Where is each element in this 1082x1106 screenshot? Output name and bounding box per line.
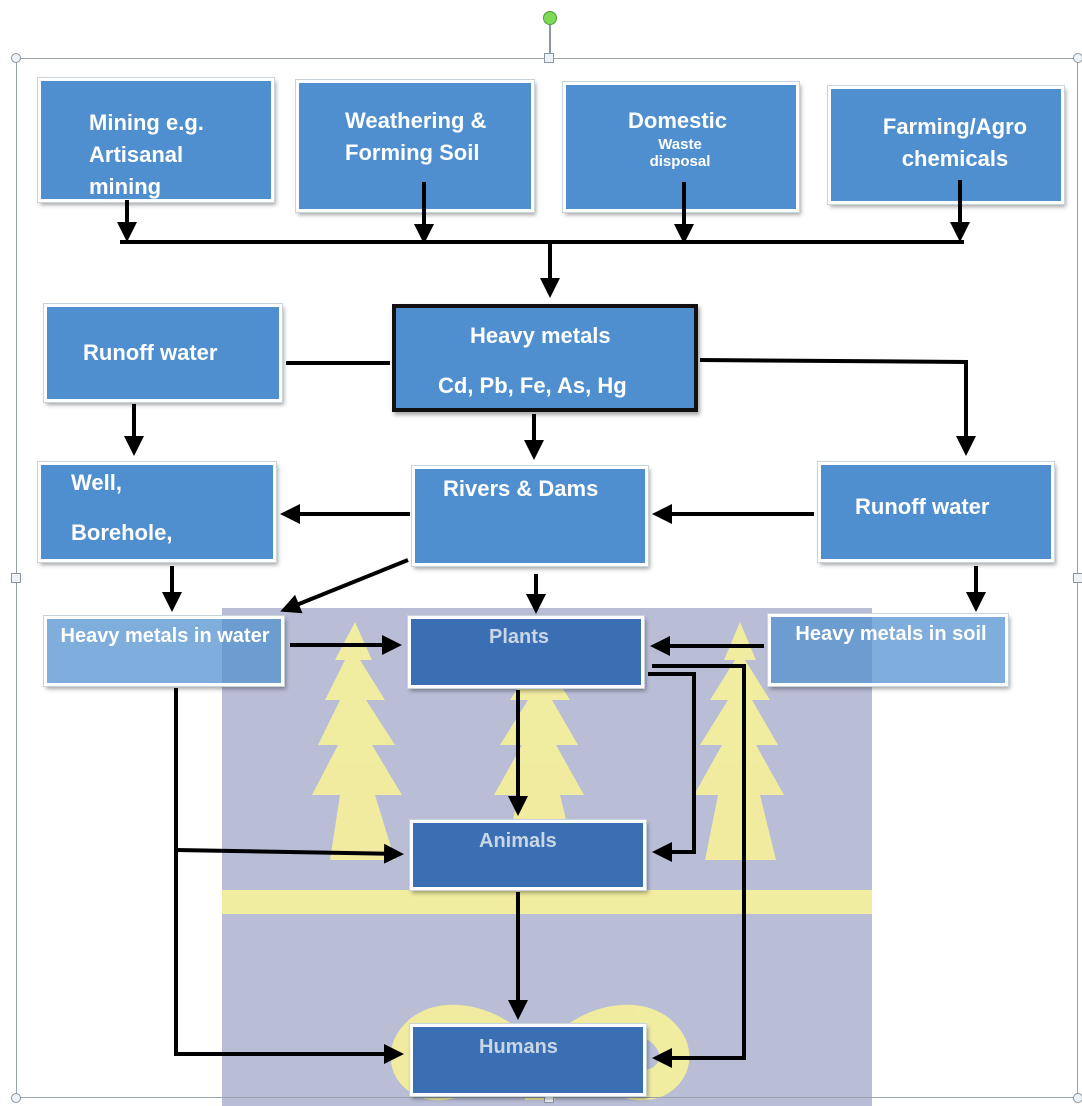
arrow-soil-to-humans xyxy=(652,664,746,1068)
box-well-label: Well, xyxy=(71,470,122,495)
box-domestic: Domestic Waste disposal xyxy=(562,81,800,213)
resize-handle-icon[interactable] xyxy=(1073,53,1082,63)
box-runoff-left-label: Runoff water xyxy=(83,340,218,365)
box-mining: Mining e.g. Artisanal mining xyxy=(37,77,275,203)
rotate-handle-icon[interactable] xyxy=(543,11,557,25)
box-domestic-subtitle: Waste disposal xyxy=(649,136,711,170)
arrow-plants-loop-to-animals xyxy=(648,672,696,862)
resize-handle-icon[interactable] xyxy=(1073,573,1082,583)
arrow-hm-water-to-humans xyxy=(174,688,404,1064)
box-heavy-metals-list: Cd, Pb, Fe, As, Hg xyxy=(438,373,627,398)
box-humans-label: Humans xyxy=(479,1036,558,1058)
box-hm-soil-label: Heavy metals in soil xyxy=(795,623,987,645)
box-animals-label: Animals xyxy=(479,830,557,852)
box-farming: Farming/Agro chemicals xyxy=(827,85,1065,205)
box-farming-label: Farming/Agro chemicals xyxy=(882,114,1028,171)
box-hm-soil: Heavy metals in soil xyxy=(767,613,1009,687)
box-domestic-title: Domestic xyxy=(628,108,728,133)
rotate-handle-stem xyxy=(549,25,551,55)
box-runoff-left: Runoff water xyxy=(43,303,283,403)
resize-handle-icon[interactable] xyxy=(544,53,554,63)
arrow-hm-water-to-animals xyxy=(175,843,404,864)
resize-handle-icon[interactable] xyxy=(11,53,21,63)
box-rivers-dams: Rivers & Dams xyxy=(411,465,649,567)
box-hm-water: Heavy metals in water xyxy=(43,615,285,687)
box-weathering: Weathering & Forming Soil xyxy=(295,79,535,213)
box-hm-water-label: Heavy metals in water xyxy=(60,625,270,647)
box-rivers-dams-label: Rivers & Dams xyxy=(443,476,599,501)
box-weathering-label: Weathering & Forming Soil xyxy=(345,108,487,165)
box-mining-label: Mining e.g. Artisanal mining xyxy=(89,110,204,199)
resize-handle-icon[interactable] xyxy=(11,1093,21,1103)
box-borehole-label: Borehole, xyxy=(71,520,173,545)
box-plants-label: Plants xyxy=(489,626,550,648)
box-heavy-metals-title: Heavy metals xyxy=(470,323,611,348)
resize-handle-icon[interactable] xyxy=(1073,1093,1082,1103)
box-runoff-right: Runoff water xyxy=(817,461,1055,563)
box-runoff-right-label: Runoff water xyxy=(855,494,990,519)
box-animals: Animals xyxy=(409,819,647,891)
resize-handle-icon[interactable] xyxy=(11,573,21,583)
box-plants: Plants xyxy=(407,615,645,689)
arrow-rivers-to-hm-water xyxy=(280,558,409,614)
arrow-hm-to-runoff-right xyxy=(699,358,976,456)
box-well-borehole: Well, Borehole, xyxy=(37,461,277,563)
box-humans: Humans xyxy=(409,1023,647,1097)
box-heavy-metals: Heavy metals Cd, Pb, Fe, As, Hg xyxy=(392,304,698,412)
